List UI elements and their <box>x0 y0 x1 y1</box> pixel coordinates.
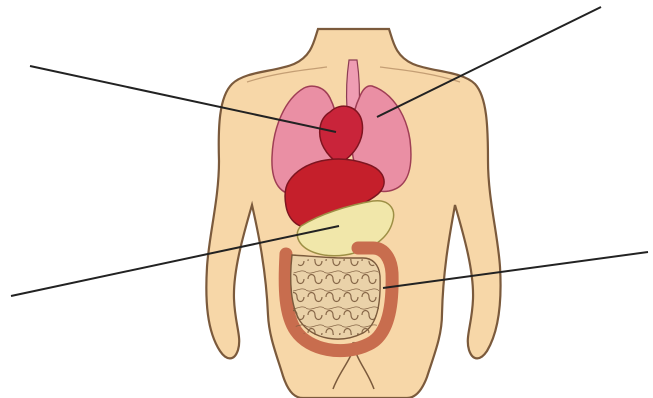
small-intestine-coils <box>293 259 379 335</box>
